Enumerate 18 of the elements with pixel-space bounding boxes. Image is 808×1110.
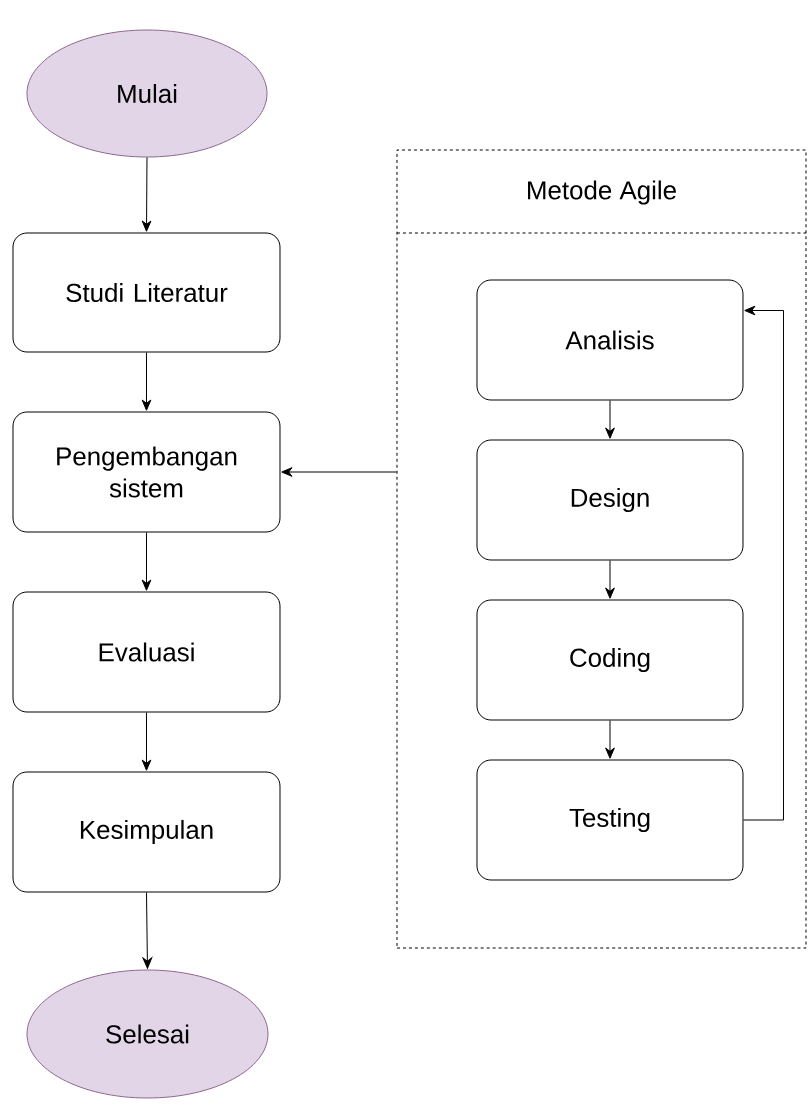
process-box: Design (476, 439, 744, 561)
arrow (281, 467, 397, 477)
arrow (605, 720, 615, 759)
arrow (141, 532, 152, 591)
process-box: Evaluasi (12, 591, 281, 713)
process-box: Studi Literatur (12, 232, 281, 353)
process-box: Analisis (476, 279, 744, 401)
arrow (605, 560, 615, 599)
process-box: Testing (476, 759, 744, 881)
process-box: Pengembangan sistem (12, 411, 281, 533)
arrow (743, 305, 784, 821)
arrow (141, 352, 152, 411)
process-box: Kesimpulan (12, 771, 281, 893)
arrow (141, 712, 152, 771)
process-box: Coding (476, 599, 744, 721)
arrow (141, 157, 152, 232)
arrow (605, 400, 615, 439)
arrow (142, 892, 153, 969)
